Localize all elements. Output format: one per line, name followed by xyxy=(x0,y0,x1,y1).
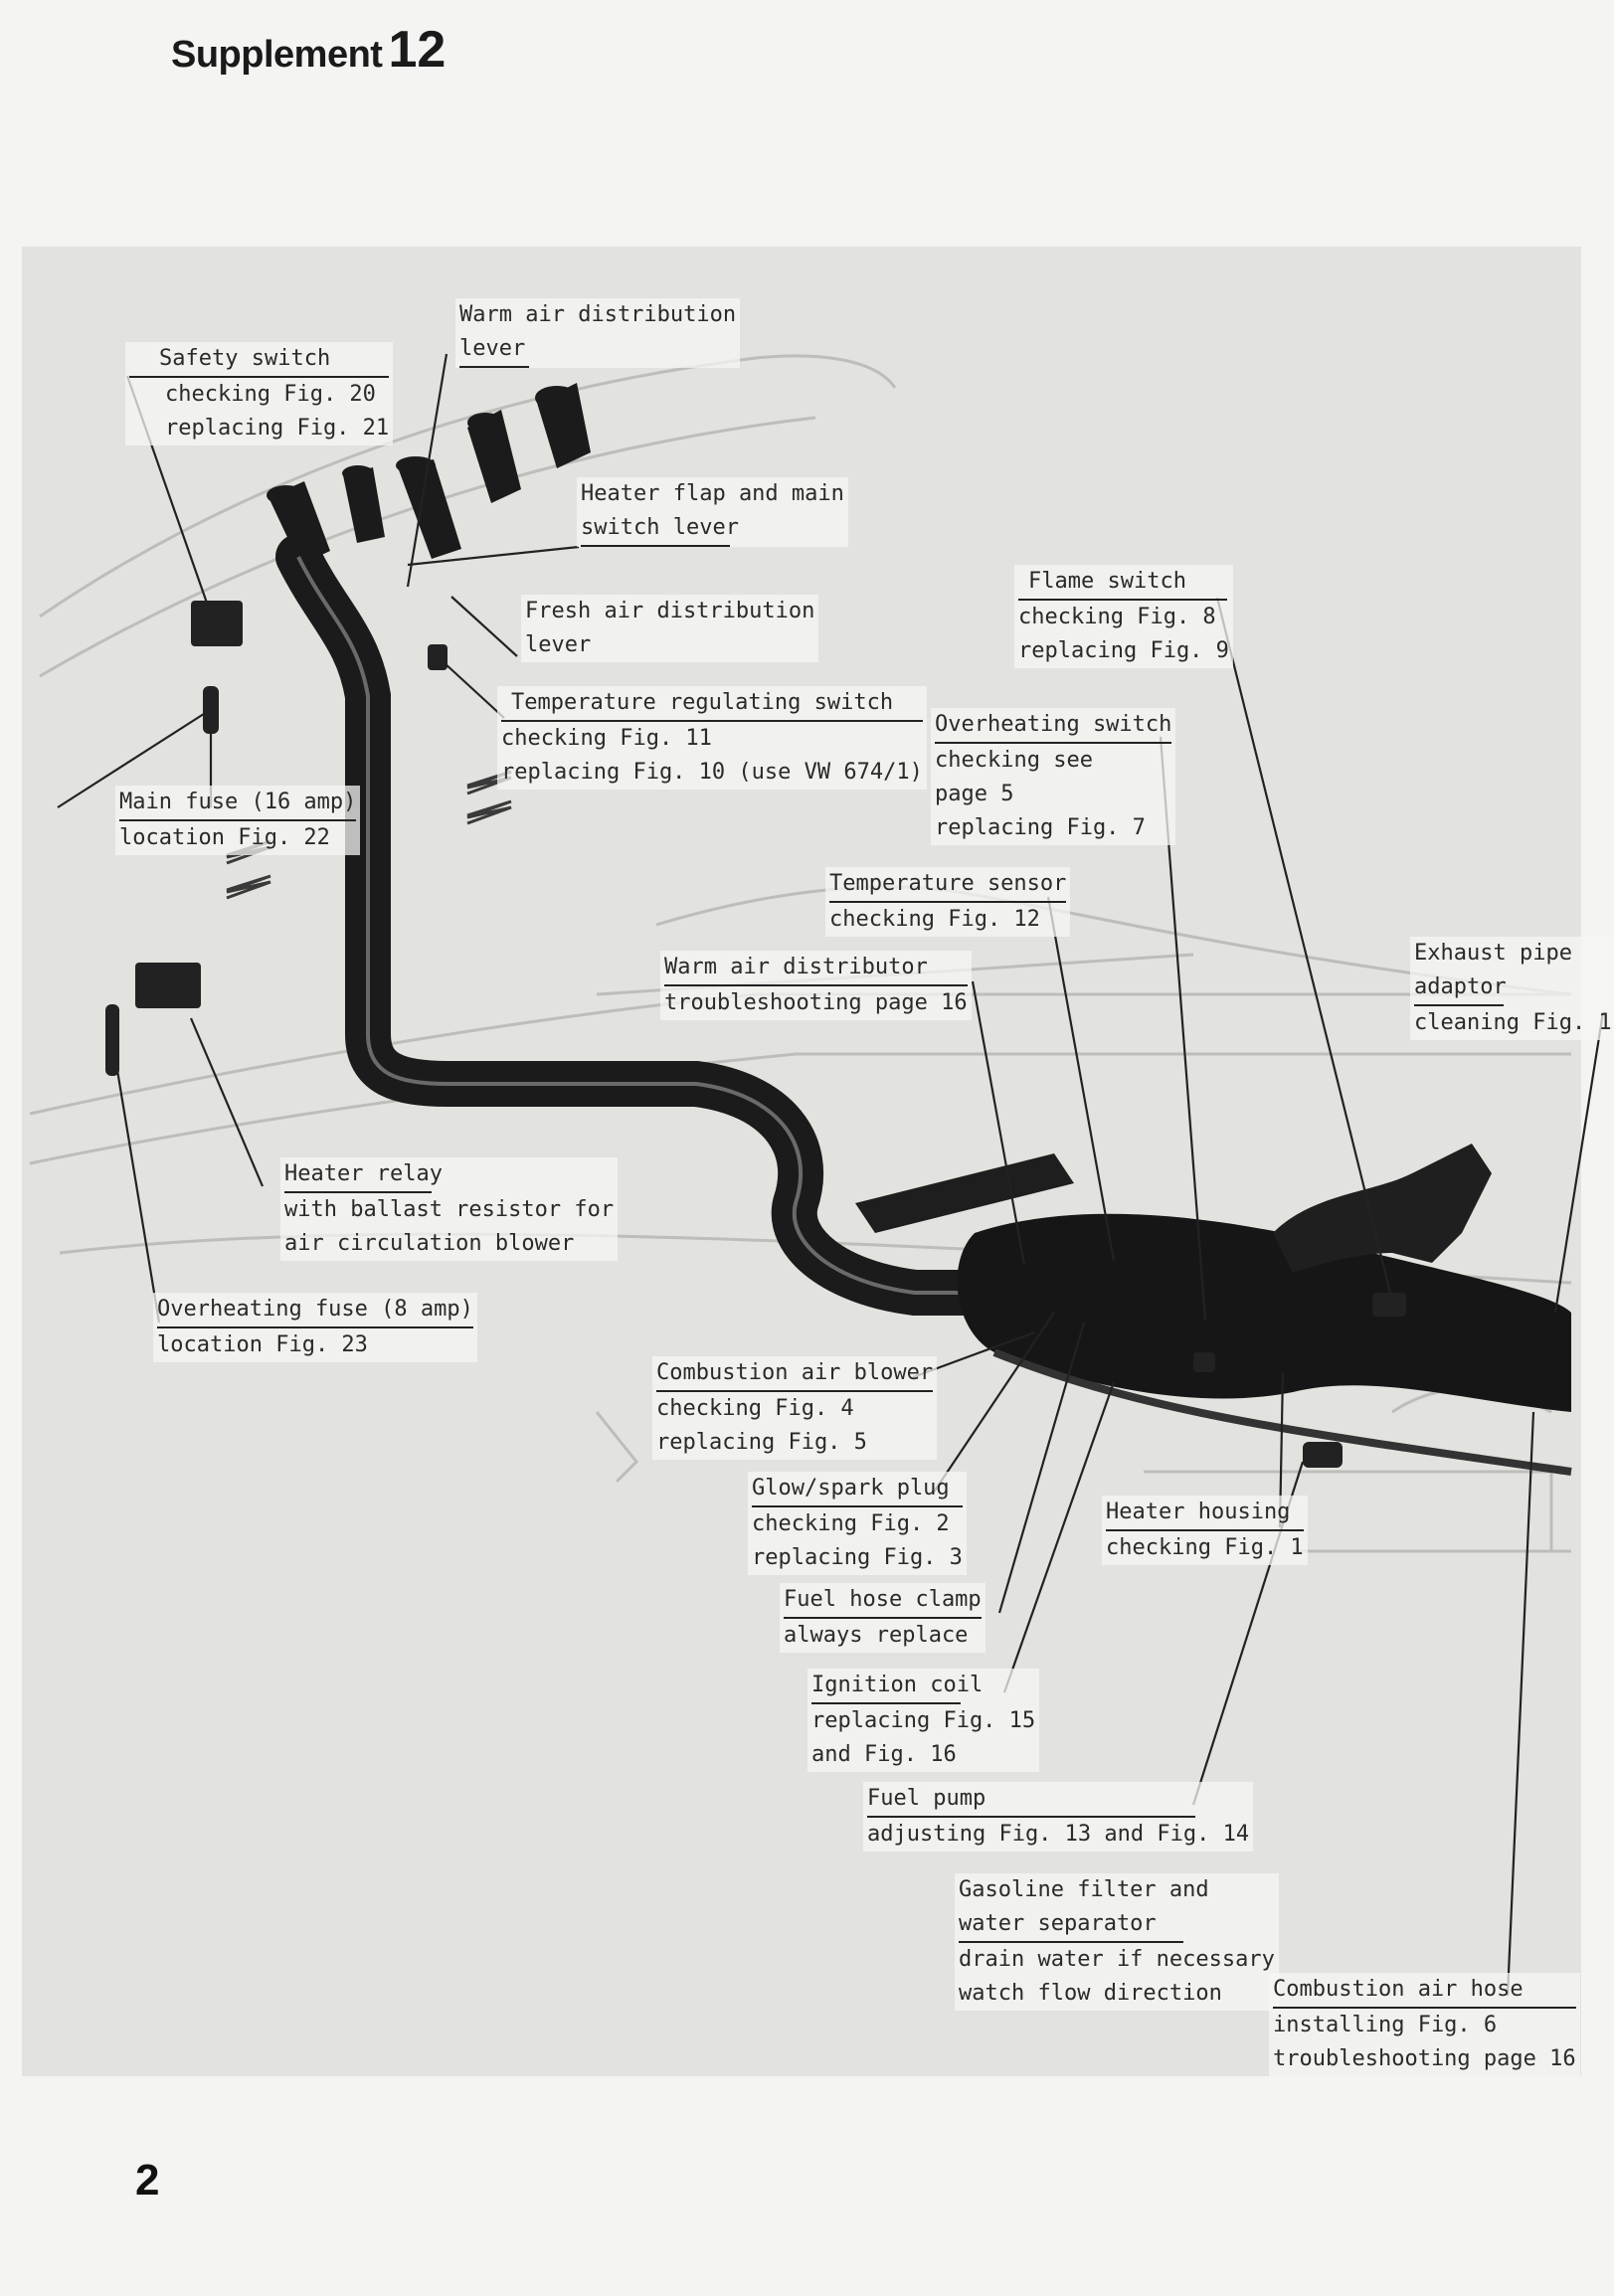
label-title: Fuel hose clamp xyxy=(784,1583,982,1619)
label-title: Combustion air hose xyxy=(1273,1973,1576,2009)
label-line: troubleshooting page 16 xyxy=(664,990,968,1015)
distributor-box xyxy=(855,1153,1074,1233)
label-title: Fuel pump xyxy=(867,1782,1195,1818)
label-title: Overheating switch xyxy=(935,708,1172,744)
label-title: Heater relay xyxy=(284,1157,443,1193)
label-line: always replace xyxy=(784,1623,969,1648)
header-title: Supplement xyxy=(171,34,383,76)
label-warm-air-distributor: Warm air distributor troubleshooting pag… xyxy=(660,951,972,1020)
label-line: with ballast resistor for xyxy=(284,1197,615,1222)
label-title: lever xyxy=(525,632,592,657)
label-line: checking Fig. 2 xyxy=(752,1511,950,1536)
label-line: checking Fig. 20 xyxy=(165,382,376,407)
label-line: replacing Fig. 7 xyxy=(935,815,1146,840)
label-heater-flap-switch: Heater flap and main switch lever xyxy=(577,477,848,547)
duct-highlight xyxy=(296,556,1054,1295)
label-line: drain water if necessary xyxy=(959,1947,1275,1972)
label-line: installing Fig. 6 xyxy=(1273,2013,1498,2037)
label-warm-air-lever: Warm air distribution lever xyxy=(455,298,741,368)
label-line: checking Fig. 11 xyxy=(501,726,712,751)
label-ignition-coil: Ignition coil replacing Fig. 15 and Fig.… xyxy=(807,1669,1040,1772)
label-title: Temperature regulating switch xyxy=(501,686,923,722)
label-heater-housing: Heater housing checking Fig. 1 xyxy=(1102,1496,1308,1565)
label-line: checking see xyxy=(935,748,1093,773)
label-title: Overheating fuse (8 amp) xyxy=(157,1293,473,1328)
label-title: adaptor xyxy=(1414,971,1507,1006)
label-combustion-air-hose: Combustion air hose installing Fig. 6 tr… xyxy=(1269,1973,1580,2076)
fuel-line xyxy=(992,1348,1572,1476)
label-heater-relay: Heater relay with ballast resistor for a… xyxy=(280,1157,619,1261)
label-line: Warm air distribution xyxy=(459,302,737,327)
label-fresh-air-lever: Fresh air distribution lever xyxy=(521,595,819,662)
header-number: 12 xyxy=(388,21,447,79)
exhaust-outlet xyxy=(1273,1144,1492,1273)
label-line: watch flow direction xyxy=(959,1981,1222,2006)
label-line: Gasoline filter and xyxy=(959,1877,1209,1902)
label-temperature-sensor: Temperature sensor checking Fig. 12 xyxy=(825,867,1071,937)
label-fuel-pump: Fuel pump adjusting Fig. 13 and Fig. 14 xyxy=(863,1782,1254,1852)
label-line: and Fig. 16 xyxy=(811,1742,957,1767)
label-line: adjusting Fig. 13 and Fig. 14 xyxy=(867,1822,1250,1847)
label-title: Heater housing xyxy=(1106,1496,1304,1531)
label-line: cleaning Fig. 1 xyxy=(1414,1010,1612,1035)
dashboard-vents xyxy=(267,383,591,565)
electrical-components xyxy=(105,601,1406,1468)
label-glow-spark-plug: Glow/spark plug checking Fig. 2 replacin… xyxy=(748,1472,967,1575)
label-line: location Fig. 22 xyxy=(119,825,330,850)
label-exhaust-adaptor: Exhaust pipe adaptor cleaning Fig. 1 xyxy=(1410,937,1614,1040)
label-line: replacing Fig. 10 (use VW 674/1) xyxy=(501,760,923,785)
page-number: 2 xyxy=(135,2156,160,2205)
label-temperature-switch: Temperature regulating switch checking F… xyxy=(497,686,927,790)
label-safety-switch: Safety switch checking Fig. 20 replacing… xyxy=(125,342,394,445)
label-line: location Fig. 23 xyxy=(157,1332,368,1357)
label-title: lever xyxy=(459,332,529,368)
label-line: Exhaust pipe xyxy=(1414,941,1572,966)
label-line: page 5 xyxy=(935,782,1014,806)
label-line: replacing Fig. 21 xyxy=(165,416,390,441)
label-line: Heater flap and main xyxy=(581,481,844,506)
leader-lines xyxy=(57,353,1605,1997)
label-overheating-fuse: Overheating fuse (8 amp) location Fig. 2… xyxy=(153,1293,477,1362)
label-title: Warm air distributor xyxy=(664,951,968,986)
label-gasoline-filter: Gasoline filter and water separator drai… xyxy=(955,1873,1279,2011)
label-flame-switch: Flame switch checking Fig. 8 replacing F… xyxy=(1014,565,1233,668)
label-fuel-hose-clamp: Fuel hose clamp always replace xyxy=(780,1583,986,1653)
label-title: Combustion air blower xyxy=(656,1356,934,1392)
label-line: checking Fig. 1 xyxy=(1106,1535,1304,1560)
label-title: switch lever xyxy=(581,511,739,547)
label-line: air circulation blower xyxy=(284,1231,575,1256)
label-title: Safety switch xyxy=(129,342,390,378)
label-line: replacing Fig. 5 xyxy=(656,1430,867,1455)
label-line: replacing Fig. 3 xyxy=(752,1545,963,1570)
label-title: Temperature sensor xyxy=(829,867,1067,903)
label-line: checking Fig. 8 xyxy=(1018,605,1216,629)
label-line: troubleshooting page 16 xyxy=(1273,2046,1576,2071)
label-title: Ignition coil xyxy=(811,1669,983,1704)
label-line: replacing Fig. 9 xyxy=(1018,638,1229,663)
label-title: Glow/spark plug xyxy=(752,1472,963,1507)
heater-housing-body xyxy=(957,1213,1571,1412)
label-title: Flame switch xyxy=(1018,565,1227,601)
label-overheating-switch: Overheating switch checking see page 5 r… xyxy=(931,708,1176,845)
label-title: water separator xyxy=(959,1907,1183,1943)
label-line: checking Fig. 4 xyxy=(656,1396,854,1421)
label-main-fuse: Main fuse (16 amp) location Fig. 22 xyxy=(115,786,361,855)
label-line: checking Fig. 12 xyxy=(829,907,1040,932)
label-combustion-air-blower: Combustion air blower checking Fig. 4 re… xyxy=(652,1356,938,1460)
label-line: Fresh air distribution xyxy=(525,599,815,623)
label-line: replacing Fig. 15 xyxy=(811,1708,1036,1733)
label-title: Main fuse (16 amp) xyxy=(119,786,357,821)
